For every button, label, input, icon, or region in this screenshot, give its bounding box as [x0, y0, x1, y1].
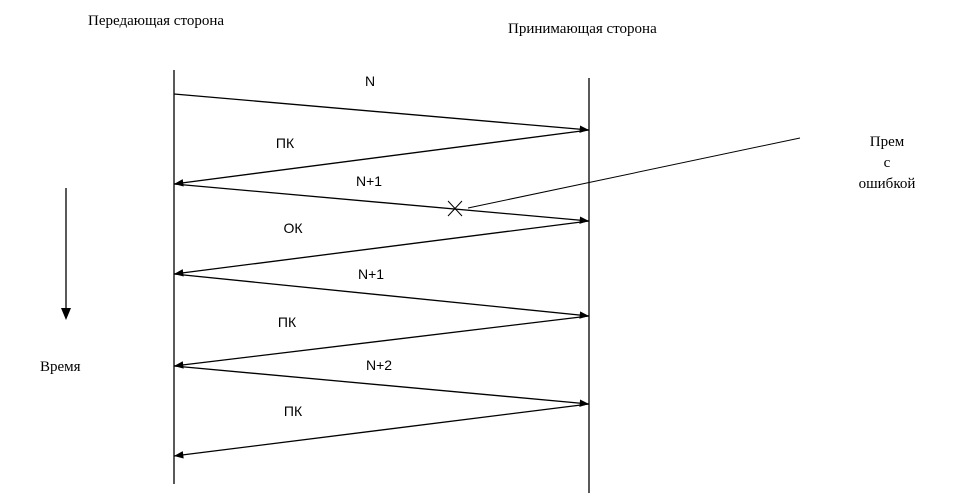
receiver-heading: Принимающая сторона	[508, 21, 657, 37]
error-note-line-2: с	[884, 155, 891, 171]
message-label-6: ПК	[278, 314, 297, 330]
message-arrow-head-icon-3	[579, 216, 589, 224]
message-arrow-4	[173, 220, 590, 275]
message-arrow-8	[173, 403, 590, 457]
message-label-1: N	[365, 73, 375, 89]
time-label: Время	[40, 359, 81, 375]
message-label-8: ПК	[284, 403, 303, 419]
message-arrow-6	[173, 315, 590, 367]
message-arrow-head-icon-1	[579, 125, 589, 133]
message-label-5: N+1	[358, 266, 384, 282]
error-pointer-line	[467, 137, 801, 209]
message-arrow-head-icon-5	[579, 311, 589, 319]
time-arrow-head-icon	[61, 308, 71, 320]
error-cross-icon-b	[447, 200, 463, 217]
message-arrow-7	[173, 365, 590, 405]
message-arrow-head-icon-8	[174, 451, 184, 459]
message-arrow-2	[173, 129, 590, 185]
message-arrow-head-icon-7	[579, 399, 589, 407]
message-label-4: ОК	[283, 220, 303, 236]
message-label-7: N+2	[366, 357, 392, 373]
error-note-line-3: ошибкой	[859, 176, 916, 192]
error-note-line-1: Прем	[870, 134, 905, 150]
message-arrow-3	[173, 183, 590, 222]
message-arrow-1	[173, 93, 590, 131]
message-label-2: ПК	[276, 135, 295, 151]
message-label-3: N+1	[356, 173, 382, 189]
message-arrow-5	[173, 273, 590, 317]
sender-heading: Передающая сторона	[88, 13, 224, 29]
message-arrow-head-icon-6	[174, 361, 184, 369]
